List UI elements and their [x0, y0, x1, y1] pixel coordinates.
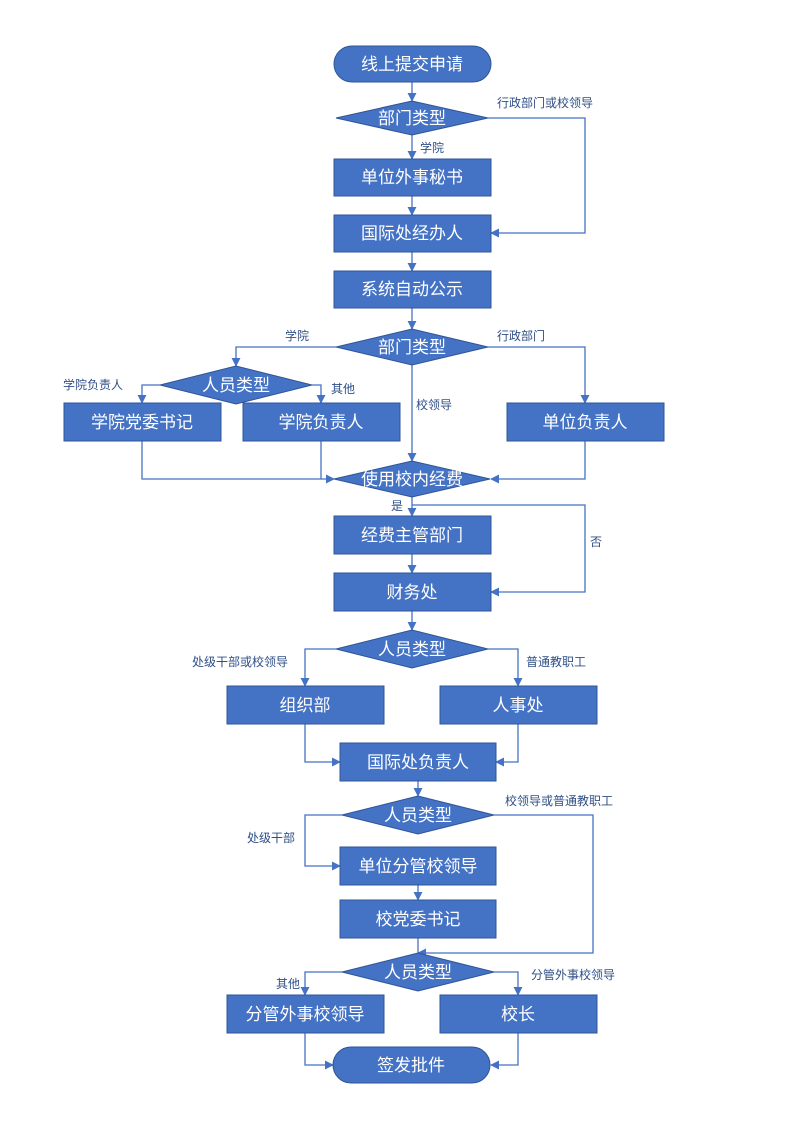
edge-label-division-or-leader: 处级干部或校领导	[192, 654, 288, 669]
node-person-type-1: 人员类型	[159, 365, 313, 405]
nodes: 线上提交申请 部门类型 单位外事秘书 国际处经办人 系统自动公示 部门类型 人员…	[63, 45, 665, 1084]
node-end-label: 签发批件	[377, 1056, 445, 1076]
node-unit-leader-label: 单位分管校领导	[359, 857, 478, 877]
edge-person-type-1-to-college-head	[312, 384, 326, 404]
edge-party-secretary-to-use-funds	[141, 441, 335, 484]
node-auto-publish-label: 系统自动公示	[361, 280, 463, 300]
edge-label-yes: 是	[391, 499, 403, 513]
node-person-type-4-label: 人员类型	[384, 963, 452, 983]
edge-label-no: 否	[590, 535, 602, 549]
node-use-funds: 使用校内经费	[333, 460, 491, 498]
node-foreign-affairs-leader-label: 分管外事校领导	[246, 1005, 365, 1025]
edge-organization-to-intl-head	[304, 724, 341, 767]
node-foreign-affairs-leader: 分管外事校领导	[226, 994, 385, 1034]
edge-person-type-3-to-unit-leader	[304, 814, 342, 871]
node-intl-handler: 国际处经办人	[333, 214, 492, 253]
node-party-secretary: 校党委书记	[339, 899, 497, 939]
node-president: 校长	[439, 994, 598, 1034]
edge-label-college-head-person: 学院负责人	[63, 377, 123, 392]
node-college-head-label: 学院负责人	[279, 413, 364, 433]
node-use-funds-label: 使用校内经费	[361, 469, 463, 490]
edge-label-other-1: 其他	[331, 382, 355, 396]
node-organization-dept-label: 组织部	[280, 696, 331, 716]
node-unit-leader: 单位分管校领导	[339, 846, 497, 886]
edge-label-foreign-affairs-leader: 分管外事校领导	[531, 967, 615, 982]
node-start: 线上提交申请	[333, 45, 492, 83]
edge-unit-head-to-use-funds	[490, 441, 586, 484]
node-intl-head-label: 国际处负责人	[367, 753, 469, 773]
node-person-type-1-label: 人员类型	[202, 376, 270, 396]
node-intl-head: 国际处负责人	[339, 742, 497, 782]
edge-person-type-2-to-organization	[300, 648, 336, 687]
edge-foreign-leader-to-end	[304, 1033, 334, 1070]
node-funds-dept: 经费主管部门	[333, 515, 492, 555]
node-hr-dept-label: 人事处	[493, 696, 544, 716]
edge-person-type-4-to-foreign-leader	[300, 971, 342, 996]
edge-label-ordinary-staff: 普通教职工	[526, 654, 586, 669]
node-organization-dept: 组织部	[226, 685, 385, 725]
edge-dept-type-1-to-intl-handler	[488, 117, 586, 238]
node-party-secretary-label: 校党委书记	[376, 910, 461, 930]
node-finance: 财务处	[333, 572, 492, 612]
edge-person-type-2-to-hr	[488, 648, 523, 687]
edge-label-admin-or-leader-1: 行政部门或校领导	[497, 95, 593, 110]
edge-person-type-3-to-person-type-4	[417, 814, 594, 958]
node-start-label: 线上提交申请	[361, 55, 463, 75]
edge-label-school-leader: 校领导	[416, 397, 452, 412]
edge-dept-type-2-to-unit-head	[488, 346, 590, 404]
node-person-type-4: 人员类型	[341, 952, 495, 992]
node-hr-dept: 人事处	[439, 685, 598, 725]
edge-label-other-2: 其他	[276, 977, 300, 991]
edge-person-type-4-to-president	[494, 971, 523, 996]
edge-use-funds-to-finance	[412, 504, 586, 597]
node-college-party-secretary-label: 学院党委书记	[91, 413, 193, 433]
edge-label-admin-dept: 行政部门	[497, 328, 545, 343]
edge-person-type-1-to-party-secretary	[137, 384, 160, 404]
node-person-type-2: 人员类型	[335, 629, 489, 669]
edge-label-leader-or-staff: 校领导或普通教职工	[505, 793, 613, 808]
edge-dept-type-2-to-person-type-1	[231, 346, 336, 367]
node-auto-publish: 系统自动公示	[333, 270, 492, 309]
edge-hr-to-intl-head	[495, 724, 519, 767]
node-end: 签发批件	[332, 1046, 491, 1084]
node-dept-type-1-label: 部门类型	[378, 109, 446, 129]
node-person-type-3: 人员类型	[341, 795, 495, 835]
edge-president-to-end	[490, 1033, 519, 1070]
node-finance-label: 财务处	[387, 583, 438, 603]
edge-label-college-1: 学院	[420, 140, 444, 155]
node-funds-dept-label: 经费主管部门	[361, 526, 463, 546]
node-president-label: 校长	[501, 1005, 535, 1025]
node-person-type-2-label: 人员类型	[378, 640, 446, 660]
node-dept-type-1: 部门类型	[335, 100, 489, 136]
node-dept-type-2-label: 部门类型	[378, 338, 446, 358]
node-college-party-secretary: 学院党委书记	[63, 402, 222, 442]
node-unit-secretary-label: 单位外事秘书	[361, 168, 463, 188]
edge-label-division-cadre: 处级干部	[247, 830, 295, 845]
edges	[137, 82, 594, 1070]
node-intl-handler-label: 国际处经办人	[361, 224, 463, 244]
edge-label-college-2: 学院	[285, 328, 309, 343]
node-college-head: 学院负责人	[242, 402, 401, 442]
node-unit-secretary: 单位外事秘书	[333, 158, 492, 197]
node-dept-type-2: 部门类型	[335, 328, 489, 366]
node-person-type-3-label: 人员类型	[384, 806, 452, 826]
node-unit-head: 单位负责人	[506, 402, 665, 442]
node-unit-head-label: 单位负责人	[543, 413, 628, 433]
edge-labels: 行政部门或校领导 学院 学院 行政部门 校领导 学院负责人 其他 是 否 处级干…	[63, 95, 615, 991]
